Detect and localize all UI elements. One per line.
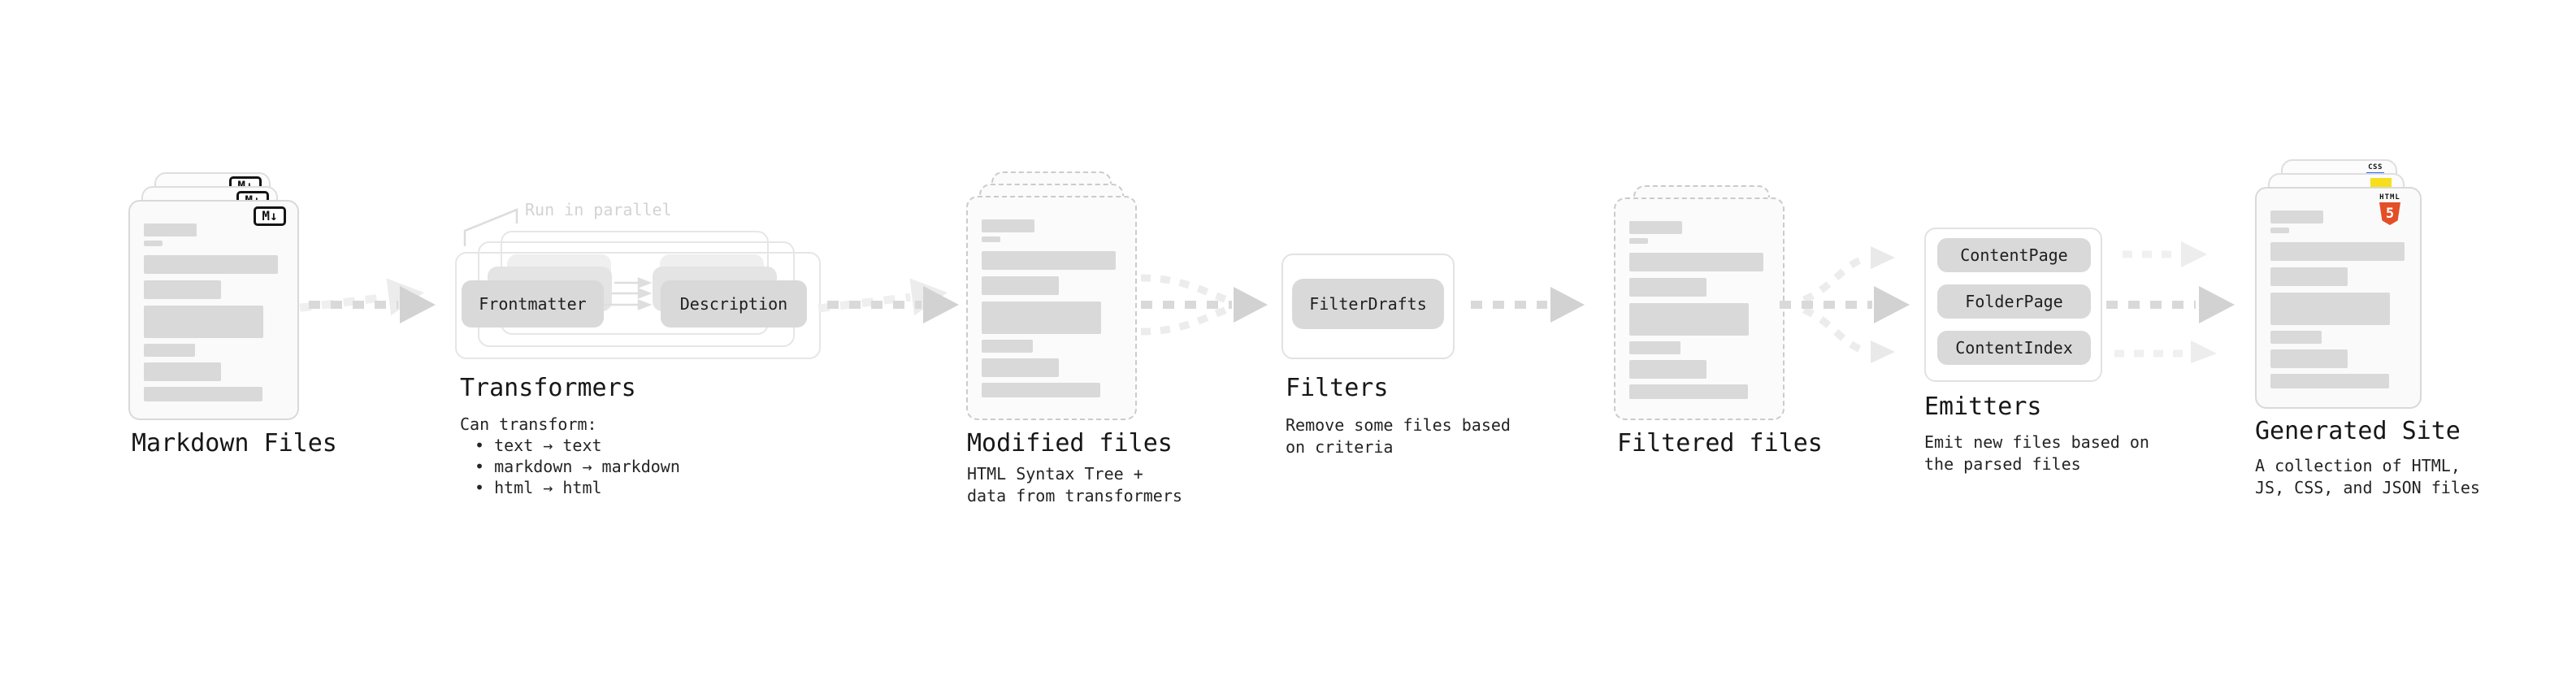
- skeleton-line: [144, 255, 278, 274]
- skeleton-line: [2270, 293, 2390, 325]
- flow-arrow: [2106, 286, 2235, 323]
- skeleton-line: [144, 223, 197, 236]
- ghost-flow-arrow: [299, 278, 424, 316]
- modified-document: [966, 196, 1137, 420]
- filterdrafts-pill: FilterDrafts: [1292, 279, 1444, 329]
- skeleton-line: [144, 280, 221, 299]
- skeleton-line: [982, 236, 1000, 242]
- description-line: JS, CSS, and JSON files: [2255, 478, 2480, 497]
- description-line: data from transformers: [967, 486, 1182, 505]
- skeleton-line: [1629, 238, 1648, 244]
- skeleton-line: [982, 340, 1033, 353]
- markdown-document: M↓: [128, 200, 299, 420]
- description-line: • markdown → markdown: [475, 457, 680, 476]
- filtered-document: [1614, 197, 1785, 420]
- skeleton-line: [1629, 303, 1749, 336]
- skeleton-line: [2270, 267, 2348, 286]
- document-skeleton: [1629, 221, 1763, 399]
- modified-files-label: Modified files: [967, 429, 1173, 458]
- skeleton-line: [982, 383, 1100, 397]
- html5-icon-label: HTML: [2379, 193, 2400, 202]
- light-flow-arrow: [2114, 340, 2217, 363]
- skeleton-line: [1629, 253, 1763, 271]
- transformers-label: Transformers: [460, 374, 636, 402]
- description-line: A collection of HTML,: [2255, 456, 2461, 475]
- split-flow-arrow: [1780, 246, 1910, 363]
- skeleton-line: [1629, 360, 1706, 379]
- transformers-description: Can transform: • text → text • markdown …: [460, 414, 680, 498]
- folderpage-pill: FolderPage: [1937, 284, 2091, 319]
- skeleton-line: [982, 251, 1116, 270]
- skeleton-line: [2270, 242, 2405, 261]
- skeleton-line: [144, 362, 221, 381]
- description-line: on criteria: [1286, 437, 1394, 457]
- html-document: HTML 5: [2255, 187, 2422, 409]
- contentindex-pill: ContentIndex: [1937, 331, 2091, 365]
- skeleton-line: [144, 306, 263, 338]
- description-line: Remove some files based: [1286, 415, 1511, 435]
- run-in-parallel-note: Run in parallel: [525, 200, 672, 219]
- filters-label: Filters: [1286, 374, 1389, 402]
- skeleton-line: [1629, 221, 1682, 234]
- skeleton-line: [982, 301, 1101, 334]
- document-skeleton: [2270, 210, 2405, 388]
- skeleton-line: [144, 241, 163, 246]
- skeleton-line: [982, 219, 1034, 232]
- description-pill: Description: [661, 280, 807, 327]
- markdown-icon: M↓: [254, 206, 286, 226]
- frontmatter-pill: Frontmatter: [462, 280, 604, 327]
- merge-flow-arrow: [1140, 274, 1268, 336]
- skeleton-line: [982, 276, 1059, 295]
- skeleton-line: [1629, 278, 1706, 297]
- modified-files-description: HTML Syntax Tree + data from transformer…: [967, 463, 1182, 507]
- markdown-files-label: Markdown Files: [132, 429, 337, 458]
- generated-site-description: A collection of HTML, JS, CSS, and JSON …: [2255, 455, 2480, 499]
- emitters-label: Emitters: [1924, 393, 2042, 421]
- description-line: the parsed files: [1924, 454, 2081, 474]
- filtered-files-label: Filtered files: [1617, 429, 1823, 458]
- ghost-flow-arrow: [817, 278, 948, 316]
- description-line: Can transform:: [460, 414, 597, 434]
- document-skeleton: [144, 223, 278, 401]
- skeleton-line: [1629, 384, 1748, 399]
- skeleton-line: [2270, 349, 2348, 368]
- description-line: HTML Syntax Tree +: [967, 464, 1143, 484]
- html5-icon: HTML 5: [2376, 193, 2404, 225]
- light-flow-arrow: [2123, 241, 2207, 267]
- contentpage-pill: ContentPage: [1937, 238, 2091, 272]
- skeleton-line: [2270, 374, 2389, 388]
- document-skeleton: [982, 219, 1116, 397]
- filters-description: Remove some files based on criteria: [1286, 414, 1511, 458]
- skeleton-line: [144, 387, 262, 401]
- flow-arrow: [1471, 287, 1585, 323]
- description-line: • text → text: [475, 436, 602, 455]
- emitters-description: Emit new files based on the parsed files: [1924, 432, 2149, 475]
- skeleton-line: [2270, 331, 2322, 344]
- description-line: • html → html: [475, 478, 602, 497]
- skeleton-line: [144, 344, 195, 357]
- generated-site-label: Generated Site: [2255, 417, 2461, 445]
- skeleton-line: [2270, 228, 2289, 233]
- skeleton-line: [2270, 210, 2323, 223]
- skeleton-line: [982, 358, 1059, 377]
- flow-arrow: [309, 286, 436, 323]
- css-icon-label: CSS: [2368, 163, 2383, 171]
- skeleton-line: [1629, 341, 1680, 354]
- description-line: Emit new files based on: [1924, 432, 2149, 452]
- flow-arrow: [827, 286, 959, 323]
